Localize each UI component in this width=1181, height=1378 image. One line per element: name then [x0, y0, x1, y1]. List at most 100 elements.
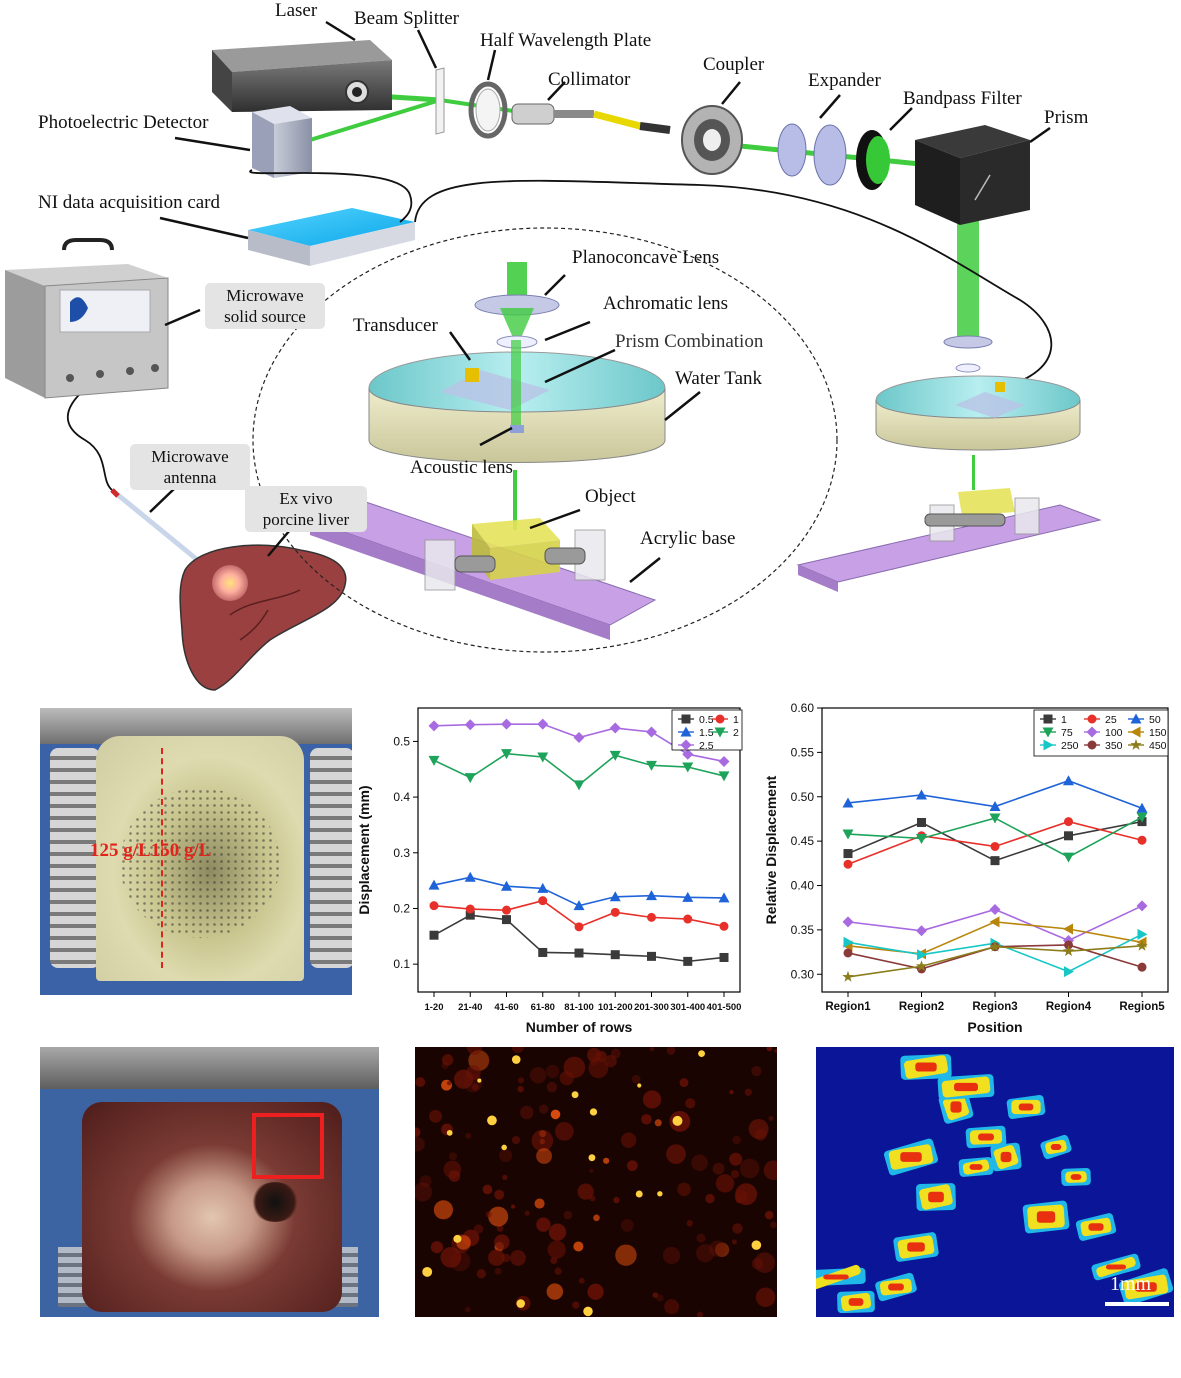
elasto-blob-core — [900, 1152, 921, 1162]
legend-label: 2.5 — [699, 740, 714, 752]
pa-signal-spot — [555, 1268, 562, 1275]
pa-signal-spot — [732, 1223, 742, 1233]
y-tick-label: 0.35 — [791, 923, 815, 937]
porcine-liver — [180, 545, 346, 690]
data-point-25 — [844, 860, 853, 869]
pa-bright-spot — [501, 1145, 507, 1151]
pa-signal-spot — [705, 1194, 714, 1203]
elasto-blob-core — [888, 1283, 904, 1290]
pa-signal-spot — [486, 1211, 492, 1217]
pa-signal-spot — [593, 1214, 600, 1221]
pa-signal-spot — [495, 1268, 502, 1275]
pa-signal-spot — [546, 1065, 559, 1078]
y-tick-label: 0.55 — [791, 745, 815, 759]
pa-bright-spot — [512, 1055, 521, 1064]
phantom-annotation: 125 g/L150 g/L — [90, 840, 211, 862]
data-point-1 — [720, 922, 729, 931]
data-point-50 — [916, 789, 927, 799]
data-point-100 — [916, 925, 927, 936]
tag-microwave-source-line2: solid source — [209, 306, 321, 327]
x-tick-label: 1-20 — [424, 1002, 443, 1013]
x-tick-label: 301-400 — [670, 1002, 705, 1013]
data-point-25 — [1064, 817, 1073, 826]
data-point-50 — [1137, 803, 1148, 813]
series-line-2 — [434, 754, 724, 785]
data-point-75 — [1063, 853, 1074, 863]
pa-bright-spot — [590, 1108, 597, 1115]
data-point-2 — [465, 773, 476, 783]
legend-label: 1.5 — [699, 727, 714, 739]
pa-signal-spot — [564, 1211, 573, 1220]
pa-bright-spot — [673, 1116, 683, 1126]
data-point-2.5 — [465, 719, 476, 730]
legend-label: 100 — [1105, 727, 1123, 739]
data-point-0.5 — [575, 949, 584, 958]
data-point-150 — [1063, 923, 1073, 934]
pa-bright-spot — [636, 1191, 643, 1198]
label-prism: Prism — [1044, 107, 1088, 129]
pa-signal-spot — [517, 1086, 524, 1093]
data-point-2 — [429, 756, 440, 766]
tag-porcine-liver-line2: porcine liver — [249, 509, 363, 530]
data-point-1 — [575, 922, 584, 931]
elasto-blob-core — [1071, 1174, 1082, 1180]
legend-marker — [682, 715, 691, 724]
x-tick-label: 401-500 — [707, 1002, 742, 1013]
pa-signal-spot — [754, 1252, 775, 1273]
legend-marker — [1088, 741, 1097, 750]
tag-microwave-antenna-line1: Microwave — [134, 446, 246, 467]
pa-signal-spot — [559, 1071, 573, 1085]
pa-signal-spot — [732, 1136, 740, 1144]
tag-porcine-liver-line1: Ex vivo — [249, 488, 363, 509]
pa-signal-spot — [464, 1074, 483, 1093]
label-planoconcave-lens: Planoconcave Lens — [572, 247, 719, 269]
y-tick-label: 0.3 — [393, 846, 410, 860]
data-point-0.5 — [647, 952, 656, 961]
pa-signal-spot — [579, 1278, 585, 1284]
y-tick-label: 0.2 — [393, 901, 410, 915]
data-point-0.5 — [502, 915, 511, 924]
elasto-blob-core — [907, 1242, 925, 1251]
pa-signal-spot — [547, 1082, 557, 1092]
liver-roi-box — [252, 1113, 324, 1179]
elasto-blob-core — [915, 1062, 936, 1071]
liver-clamp-top — [40, 1047, 379, 1089]
pa-signal-spot — [729, 1153, 742, 1166]
label-coupler: Coupler — [703, 54, 764, 76]
y-tick-label: 0.4 — [393, 790, 410, 804]
phantom-screw-right — [310, 748, 352, 968]
data-point-150 — [990, 916, 1000, 927]
bandpass-filter — [856, 130, 890, 190]
pa-bright-spot — [516, 1299, 525, 1308]
pa-signal-spot — [643, 1090, 661, 1108]
data-point-2 — [537, 753, 548, 763]
pa-signal-spot — [488, 1249, 504, 1265]
label-water-tank: Water Tank — [675, 368, 762, 390]
x-axis-label: Position — [967, 1019, 1022, 1035]
data-point-2.5 — [719, 756, 730, 767]
ni-card — [248, 208, 415, 266]
pa-signal-spot — [745, 1089, 752, 1096]
pa-bright-spot — [698, 1050, 705, 1057]
data-point-25 — [1138, 836, 1147, 845]
elasto-blob-core — [969, 1164, 982, 1170]
pa-signal-spot — [627, 1160, 638, 1171]
pa-signal-spot — [530, 1067, 546, 1083]
phantom-photo: 125 g/L150 g/L — [40, 708, 352, 995]
x-tick-label: Region5 — [1119, 1001, 1165, 1013]
pa-signal-spot — [615, 1244, 636, 1265]
pa-signal-spot — [512, 1136, 520, 1144]
data-point-2.5 — [501, 719, 512, 730]
data-point-2.5 — [537, 719, 548, 730]
elasto-blob-core — [1037, 1211, 1055, 1222]
pa-signal-spot — [536, 1218, 550, 1232]
x-tick-label: Region1 — [825, 1001, 871, 1013]
liver-ablation-zone — [250, 1182, 300, 1222]
y-tick-label: 0.50 — [791, 790, 815, 804]
elasto-blob-core — [978, 1133, 994, 1140]
elasto-blob-core — [950, 1101, 961, 1112]
pa-signal-spot — [518, 1077, 524, 1083]
tag-porcine-liver: Ex vivo porcine liver — [245, 486, 367, 532]
data-point-50 — [1063, 775, 1074, 785]
elasto-blob-core — [1051, 1144, 1062, 1150]
